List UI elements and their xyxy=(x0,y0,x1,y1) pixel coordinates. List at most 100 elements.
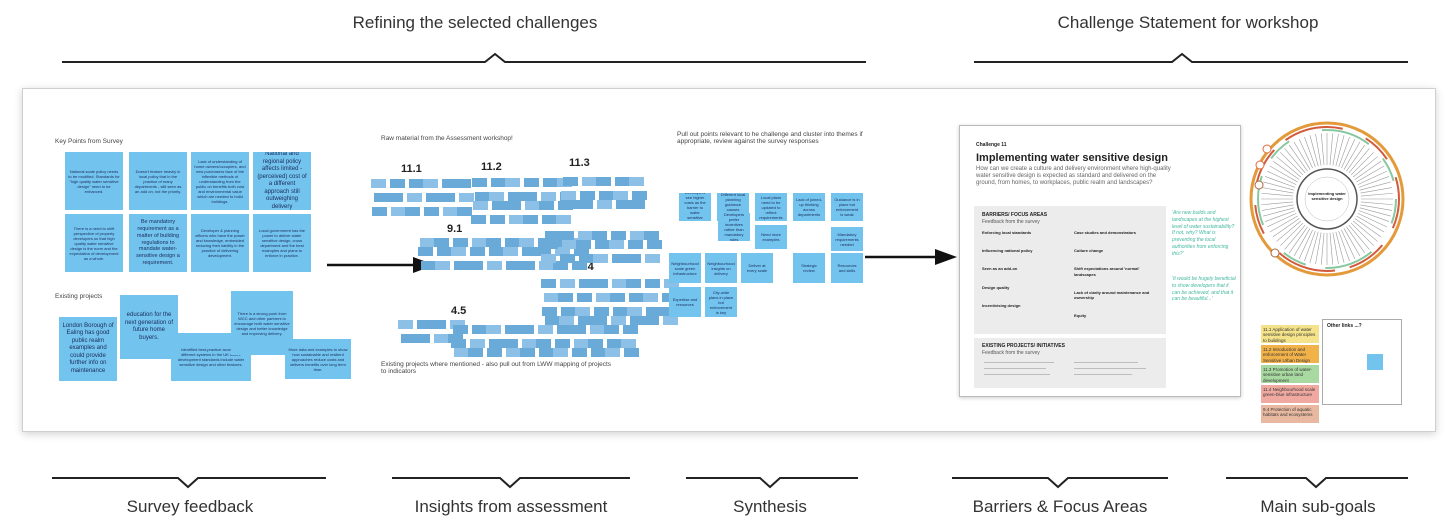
raw-note xyxy=(555,339,570,348)
raw-note xyxy=(579,254,594,263)
raw-note xyxy=(612,279,627,288)
raw-note xyxy=(372,207,387,216)
raw-note xyxy=(543,178,558,187)
barriers-left-list: Enforcing local standards Influencing na… xyxy=(982,230,1066,308)
raw-note xyxy=(574,247,589,256)
raw-note xyxy=(486,238,501,247)
survey-note: Developer & planning officers who have t… xyxy=(191,214,249,272)
survey-note: Be mandatory requirement as a matter of … xyxy=(129,214,187,272)
barriers-panel: BARRIERS/ FOCUS AREAS Feedback from the … xyxy=(974,206,1166,334)
raw-note xyxy=(508,192,523,201)
raw-note xyxy=(524,178,539,187)
raw-note xyxy=(506,348,521,357)
raw-note xyxy=(646,307,661,316)
raw-note xyxy=(457,207,472,216)
raw-note xyxy=(503,339,518,348)
raw-note xyxy=(572,261,587,270)
raw-note xyxy=(582,177,597,186)
existing-note: London Borough of Ealing has good public… xyxy=(59,317,117,381)
synthesis-note: Developers prefer incentives rather than… xyxy=(718,213,750,241)
synthesis-note: Neighbourhood scale green infrastructure xyxy=(669,253,701,283)
raw-note xyxy=(520,261,535,270)
synthesis-note: Deliver at every scale xyxy=(741,253,773,283)
raw-note xyxy=(644,231,659,240)
raw-note xyxy=(611,316,626,325)
raw-note xyxy=(545,316,560,325)
raw-note xyxy=(553,348,568,357)
subgoal-box: 11.1 Application of water sensitive desi… xyxy=(1261,325,1319,343)
raw-note xyxy=(434,238,449,247)
cluster-number: 11.1 xyxy=(401,163,422,175)
raw-note xyxy=(560,279,575,288)
raw-note xyxy=(563,177,578,186)
barrier-item: Seen as an add-on xyxy=(982,266,1018,272)
raw-note xyxy=(454,261,469,270)
raw-note xyxy=(611,231,626,240)
raw-note xyxy=(450,320,465,329)
raw-note xyxy=(491,178,506,187)
challenge-title: Implementing water sensitive design xyxy=(976,152,1168,164)
raw-note xyxy=(536,339,551,348)
sub-goals-wheel xyxy=(1249,121,1405,277)
bracket-barriers xyxy=(952,477,1168,489)
raw-note xyxy=(588,339,603,348)
raw-note xyxy=(374,193,389,202)
other-links-label: Other links ...? xyxy=(1327,323,1362,329)
raw-note xyxy=(539,348,554,357)
raw-note xyxy=(541,192,556,201)
challenge-question: How can we create a culture and delivery… xyxy=(976,166,1171,187)
raw-note xyxy=(612,254,627,263)
raw-note xyxy=(426,193,441,202)
footer-insights: Insights from assessment xyxy=(414,497,608,516)
raw-note xyxy=(472,325,487,334)
raw-note xyxy=(505,325,520,334)
raw-note xyxy=(470,247,485,256)
existing-note: More data and examples to show how susta… xyxy=(285,339,351,379)
survey-quote: 'It would be hugely beneficial to show d… xyxy=(1172,276,1236,303)
raw-note xyxy=(626,279,641,288)
subgoal-box: 11.4 Neighbourhood scale green-blue infr… xyxy=(1261,385,1319,403)
raw-note xyxy=(561,191,576,200)
raw-note xyxy=(645,279,660,288)
existing-heading: EXISTING PROJECTS/ INITIATIVES xyxy=(982,343,1065,349)
raw-note xyxy=(443,207,458,216)
raw-note xyxy=(522,247,537,256)
survey-note: Lack of understanding of home owners/occ… xyxy=(191,152,249,210)
existing-section-title: Existing projects xyxy=(55,293,103,300)
footer-subgoals: Main sub-goals xyxy=(1260,497,1376,516)
survey-section-title: Key Points from Survey xyxy=(55,138,123,145)
challenge-label: Challenge 11 xyxy=(976,142,1007,148)
raw-note xyxy=(590,325,605,334)
raw-note xyxy=(506,261,521,270)
raw-note xyxy=(448,334,463,343)
raw-note xyxy=(660,307,675,316)
raw-note xyxy=(505,238,520,247)
barrier-item: Case studies and demonstrators xyxy=(1074,230,1137,235)
survey-note: National and regional policy affects lim… xyxy=(253,152,311,210)
raw-note xyxy=(506,201,521,210)
raw-note xyxy=(572,348,587,357)
raw-note xyxy=(523,215,538,224)
raw-note xyxy=(615,177,630,186)
barrier-item: Lack of clarity around maintenance and o… xyxy=(1074,289,1150,300)
raw-note xyxy=(418,247,433,256)
raw-note xyxy=(557,325,572,334)
raw-note xyxy=(519,238,534,247)
bracket-subgoals xyxy=(1226,477,1408,489)
barrier-item: Design quality xyxy=(982,284,1010,290)
raw-note xyxy=(543,240,558,249)
raw-note xyxy=(409,179,424,188)
raw-note xyxy=(553,261,568,270)
synthesis-note: Resources and skills xyxy=(831,253,863,283)
raw-note xyxy=(607,339,622,348)
raw-note xyxy=(468,261,483,270)
cluster-number: 11.3 xyxy=(569,157,590,169)
arrow-right-icon xyxy=(865,249,957,265)
raw-note xyxy=(539,261,554,270)
raw-note xyxy=(405,207,420,216)
bracket-synthesis xyxy=(686,477,858,489)
raw-note xyxy=(434,334,449,343)
raw-note xyxy=(471,215,486,224)
subgoal-box: 11.3 Promotion of water-sensitive urban … xyxy=(1261,365,1319,383)
raw-note xyxy=(559,231,574,240)
